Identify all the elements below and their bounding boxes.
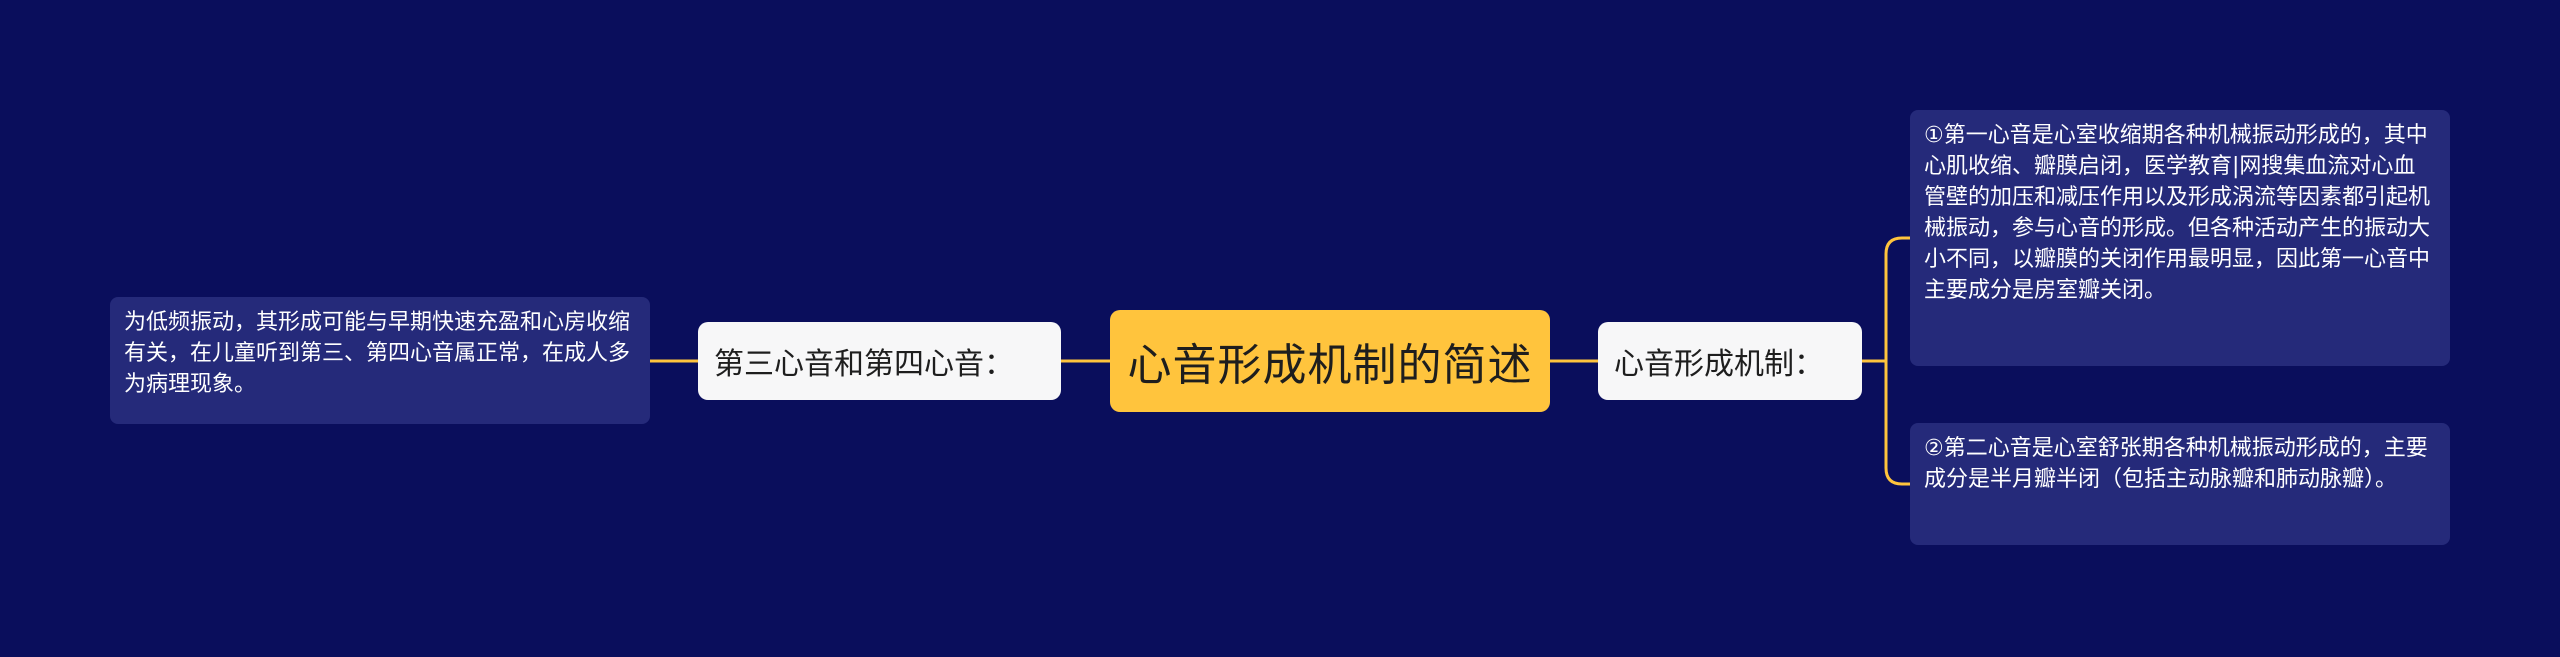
branch-label: 第三心音和第四心音：	[714, 347, 1014, 382]
connector-rightbranch-leaf1	[1884, 236, 1910, 361]
leaf-node-third-fourth-heart-sound[interactable]: 为低频振动，其形成可能与早期快速充盈和心房收缩有关，在儿童听到第三、第四心音属正…	[110, 297, 650, 424]
leaf-node-first-heart-sound[interactable]: ①第一心音是心室收缩期各种机械振动形成的，其中心肌收缩、瓣膜启闭，医学教育|网搜…	[1910, 110, 2450, 366]
leaf-node-second-heart-sound[interactable]: ②第二心音是心室舒张期各种机械振动形成的，主要成分是半月瓣半闭（包括主动脉瓣和肺…	[1910, 423, 2450, 545]
leaf-text: 为低频振动，其形成可能与早期快速充盈和心房收缩有关，在儿童听到第三、第四心音属正…	[124, 310, 631, 397]
connector-rightbranch-leaf2	[1884, 361, 1910, 486]
branch-node-heart-sound-mechanism[interactable]: 心音形成机制：	[1598, 322, 1862, 400]
branch-label: 心音形成机制：	[1614, 347, 1824, 382]
branch-node-third-fourth-heart-sound[interactable]: 第三心音和第四心音：	[698, 322, 1061, 400]
root-node[interactable]: 心音形成机制的简述	[1110, 310, 1550, 412]
root-label: 心音形成机制的简述	[1127, 340, 1533, 391]
leaf-text: ②第二心音是心室舒张期各种机械振动形成的，主要成分是半月瓣半闭（包括主动脉瓣和肺…	[1924, 436, 2428, 492]
leaf-text: ①第一心音是心室收缩期各种机械振动形成的，其中心肌收缩、瓣膜启闭，医学教育|网搜…	[1924, 123, 2431, 303]
